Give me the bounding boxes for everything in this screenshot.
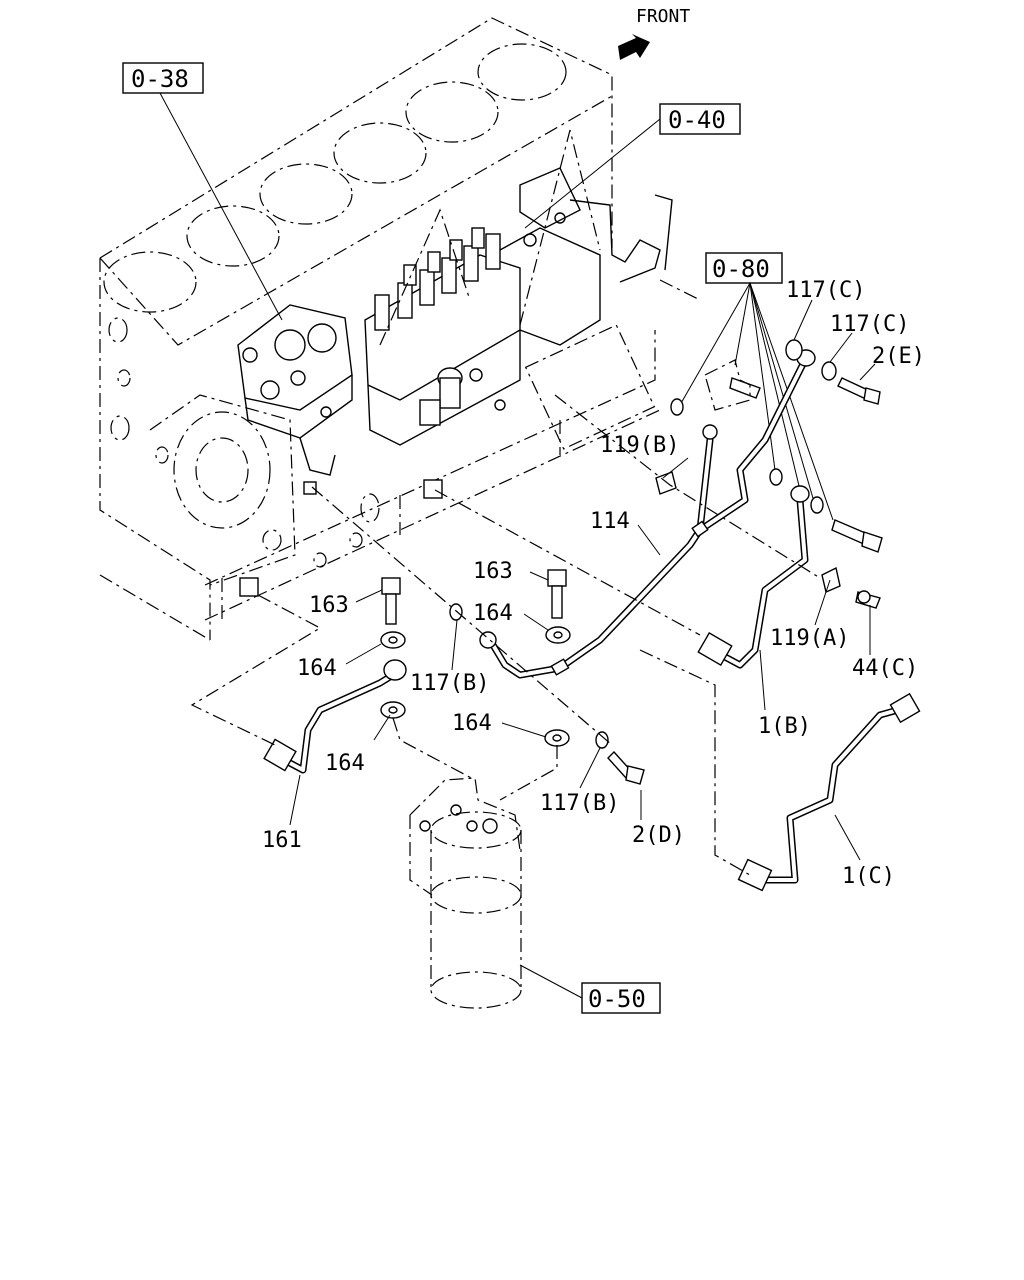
small-parts [239,339,883,785]
label-1c: 1(C) [842,864,895,889]
oil-filter [409,777,522,1009]
clip-119a [821,566,841,593]
label-117b-left: 117(B) [410,671,489,696]
engine-block [99,17,661,641]
label-164-bottom-left: 164 [325,751,365,776]
label-161: 161 [262,828,302,853]
injection-pump [364,129,673,446]
bolt-upper [729,377,761,399]
bolt-163-left [381,577,401,625]
ref-box-0-50-frame [581,982,661,1014]
label-2d: 2(D) [632,823,685,848]
clip-119b [655,471,677,495]
air-compressor [237,304,353,476]
connection-lines [190,279,821,876]
bolt-44c [855,590,881,609]
label-119b: 119(B) [600,433,679,458]
front-indicator: FRONT [618,6,690,60]
label-164-right: 164 [473,601,513,626]
leader-lines [289,299,876,861]
label-44c: 44(C) [852,656,918,681]
part-labels: 117(C) 117(C) 2(E) 119(B) 114 163 163 16… [262,278,925,889]
label-119a: 119(A) [770,626,849,651]
reference-boxes: 0-38 0-40 0-80 0-50 [122,62,834,1014]
label-114: 114 [590,509,630,534]
front-arrow-icon [618,34,650,60]
label-2e: 2(E) [872,344,925,369]
front-label: FRONT [636,6,690,27]
ref-box-0-38-frame [122,62,204,94]
bolt-lower [831,519,883,553]
ref-box-0-80: 0-80 [712,255,770,283]
label-163-left: 163 [309,593,349,618]
label-164-left: 164 [297,656,337,681]
label-117c-lower: 117(C) [830,312,909,337]
label-117b-bottom: 117(B) [540,791,619,816]
pipes [263,349,921,892]
ref-box-0-40-frame [659,103,741,135]
label-1b: 1(B) [758,714,811,739]
ref-box-0-38: 0-38 [131,65,189,93]
label-163-right: 163 [473,559,513,584]
label-164-bottom-mid: 164 [452,711,492,736]
ref-box-0-80-frame [705,252,783,284]
bolt-163-right [547,569,567,619]
ref-box-0-50: 0-50 [588,985,646,1013]
bolt-2d [607,750,645,785]
label-117c-upper: 117(C) [786,278,865,303]
bolt-2e [837,377,881,405]
ref-box-0-40: 0-40 [668,106,726,134]
